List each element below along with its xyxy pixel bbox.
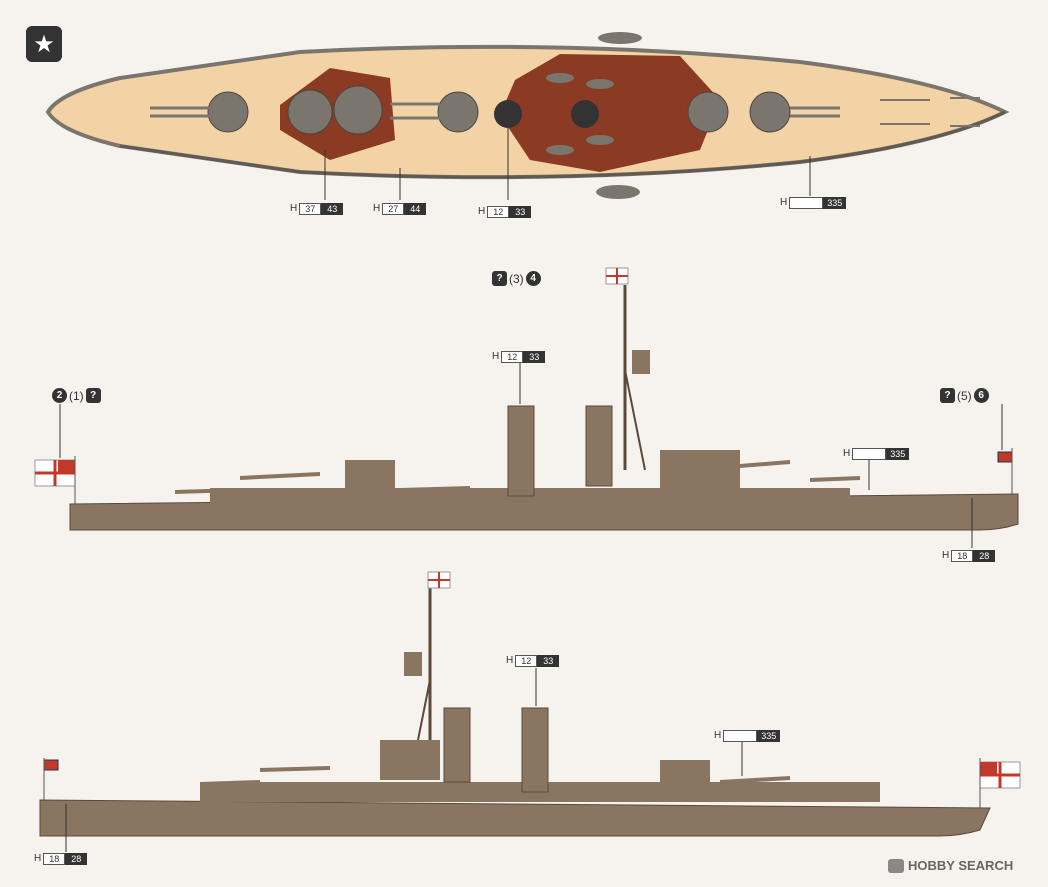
plan-turret-2 xyxy=(287,89,333,135)
plan-boat-top xyxy=(598,32,642,44)
plan-turret-6 xyxy=(749,91,791,133)
profile1-funnel-1 xyxy=(507,405,535,497)
watermark: HOBBY SEARCH xyxy=(888,858,1013,873)
plan-turret-4 xyxy=(437,91,479,133)
profile-view-1 xyxy=(34,267,1019,548)
hobbysearch-logo-icon xyxy=(888,858,904,873)
profile2-hull xyxy=(39,799,991,837)
plan-red-deck-mid xyxy=(500,54,720,172)
plan-turret-5 xyxy=(687,91,729,133)
plan-turret-1 xyxy=(207,91,249,133)
profile2-funnel-1 xyxy=(443,707,471,783)
profile1-bow-sequence: ? (5) 6 xyxy=(940,388,989,403)
profile1-flag-sequence: ? (3) 4 xyxy=(492,271,541,286)
star-icon: ★ xyxy=(33,30,55,58)
star-badge: ★ xyxy=(26,26,62,62)
plan-view xyxy=(45,32,1010,200)
plan-turret-3 xyxy=(333,85,383,135)
plan-hull-shadow xyxy=(119,110,1006,179)
plan-boat-bottom xyxy=(596,185,640,199)
plan-funnel-2 xyxy=(571,100,599,128)
watermark-text: HOBBY SEARCH xyxy=(908,858,1014,873)
profile1-jack xyxy=(997,451,1013,463)
profile2-funnel-2 xyxy=(521,707,549,793)
profile1-aft-sequence: 2 (1) ? xyxy=(52,388,101,403)
profile2-jack xyxy=(43,759,59,771)
plan-funnel-1 xyxy=(494,100,522,128)
profile1-funnel-2 xyxy=(585,405,613,487)
profile-view-2 xyxy=(39,571,1021,852)
